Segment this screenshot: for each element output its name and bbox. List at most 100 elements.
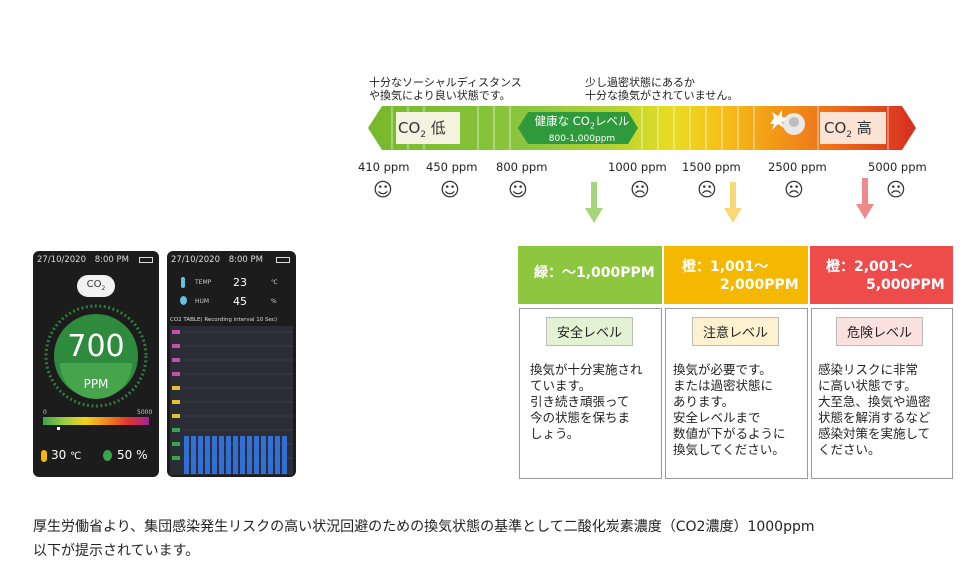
level-head-line: 緑：～1,000PPM xyxy=(534,265,655,281)
co2-high-label: CO2 高 xyxy=(824,117,872,140)
temp-unit: ℃ xyxy=(70,451,82,462)
desc-line: ています。 xyxy=(530,378,592,393)
healthy-co: CO xyxy=(572,114,590,128)
badge-safe: 安全レベル xyxy=(546,317,634,346)
desc-line: 換気が必要です。 xyxy=(673,362,772,377)
tick-800: 800 ppm xyxy=(496,160,548,174)
co2-text: CO xyxy=(398,119,421,137)
desc-line: 今の状態を保ちま xyxy=(530,410,631,425)
level-head-line: 橙：1,001～ xyxy=(682,259,769,275)
battery-icon xyxy=(276,257,290,263)
level-head-safe: 緑：～1,000PPM xyxy=(518,246,662,304)
co2-sub: 2 xyxy=(846,130,853,140)
note-line: や換気により良い状態です。 xyxy=(369,89,511,102)
date-text: 27/10/2020 xyxy=(171,255,220,265)
happy-face-icon: ☺ xyxy=(440,179,460,201)
status-bar: 27/10/2020 8:00 PM xyxy=(171,255,292,267)
thermometer-icon xyxy=(41,450,47,462)
ampm-text: PM xyxy=(116,255,129,265)
footer-line: 厚生労働省より、集団感染発生リスクの高い状況回避のための換気状態の基準として二酸… xyxy=(33,519,815,535)
level-marker xyxy=(57,427,60,430)
ampm-text: PM xyxy=(250,255,263,265)
status-bar: 27/10/2020 8:00 PM xyxy=(37,255,155,267)
desc-line: ください。 xyxy=(818,442,881,457)
battery-icon xyxy=(139,257,153,263)
hum-unit: % xyxy=(136,448,148,462)
arrow-red-icon xyxy=(856,178,874,219)
date-text: 27/10/2020 xyxy=(37,255,86,265)
footer-text: 厚生労働省より、集団感染発生リスクの高い状況回避のための換気状態の基準として二酸… xyxy=(33,515,953,563)
level-head-line: 橙：2,001～ xyxy=(826,259,913,275)
sad-face-icon: ☹ xyxy=(697,179,717,201)
thermometer-icon xyxy=(181,277,185,288)
badge-caution: 注意レベル xyxy=(692,317,780,346)
temp-readout: 30 ℃ xyxy=(51,448,81,462)
happy-face-icon: ☺ xyxy=(373,179,393,201)
tick-1000: 1000 ppm xyxy=(608,160,667,174)
co2-unit: PPM xyxy=(83,377,109,391)
cloud-icon xyxy=(77,275,115,297)
note-good-state: 十分なソーシャルディスタンス や換気により良い状態です。 xyxy=(369,76,522,102)
cloud-label: CO2 xyxy=(77,279,115,292)
healthy-sub: 2 xyxy=(589,121,595,131)
humidity-readout: 50 % xyxy=(117,448,148,462)
desc-line: 引き続き頑張って xyxy=(530,394,630,409)
temp-unit: ℃ xyxy=(271,279,278,286)
desc-line: または過密状態に xyxy=(673,378,774,393)
badge-danger: 危険レベル xyxy=(836,317,924,346)
temp-value: 30 xyxy=(51,448,67,462)
level-head-line: 2,000PPM xyxy=(720,277,799,293)
co-text: CO xyxy=(86,279,102,290)
device-screen-gauge: 27/10/2020 8:00 PM CO2 700 PPM 0 5000 30… xyxy=(33,251,159,477)
level-desc-safe: 換気が十分実施され ています。 引き続き頑張って 今の状態を保ちま しょう。 xyxy=(530,362,643,442)
healthy-range: 800-1,000ppm xyxy=(548,134,616,145)
table-title: CO2 TABLE( Recording interval 10 Sec) xyxy=(170,317,278,323)
arrow-green-icon xyxy=(585,182,603,223)
level-desc-danger: 感染リスクに非常 に高い状態です。 大至急、換気や過密 状態を解消するなど 感染… xyxy=(818,362,931,458)
note-line: 十分なソーシャルディスタンス xyxy=(369,76,522,89)
desc-line: 感染リスクに非常 xyxy=(818,362,919,377)
device-screen-table: 27/10/2020 8:00 PM TEMP 23 ℃ HUM 45 % CO… xyxy=(167,251,296,477)
scale-min: 0 xyxy=(43,409,47,416)
co2-sub: 2 xyxy=(420,130,427,140)
time-text: 8:00 xyxy=(94,255,114,265)
hum-unit: % xyxy=(271,298,277,305)
temp-label: TEMP xyxy=(195,279,212,286)
droplet-icon xyxy=(103,450,112,461)
dizzy-face-icon: ☹ xyxy=(886,179,906,201)
co2-text: CO xyxy=(824,119,847,137)
co2-low-label: CO2 低 xyxy=(398,117,446,140)
healthy-level-label: 健康な CO2レベル 800-1,000ppm xyxy=(530,114,634,145)
note-crowded-state: 少し過密状態にあるか 十分な換気がされていません。 xyxy=(585,76,738,102)
low-text: 低 xyxy=(426,119,446,137)
footer-line: 以下が提示されています。 xyxy=(33,543,200,559)
time-text: 8:00 xyxy=(228,255,248,265)
happy-face-icon: ☺ xyxy=(508,179,528,201)
desc-line: 安全レベルまで xyxy=(673,410,761,425)
high-text: 高 xyxy=(852,119,872,137)
level-head-danger: 橙：2,001～ 5,000PPM xyxy=(810,246,953,304)
desc-line: あります。 xyxy=(673,394,735,409)
hum-value: 45 xyxy=(233,295,247,308)
sad-face-icon: ☹ xyxy=(630,179,650,201)
co-sub: 2 xyxy=(101,285,106,292)
desc-line: 換気が十分実施され xyxy=(530,362,643,377)
desc-line: 大至急、換気や過密 xyxy=(818,394,931,409)
desc-line: 状態を解消するなど xyxy=(818,410,931,425)
sad-face-icon: ☹ xyxy=(784,179,804,201)
note-line: 十分な換気がされていません。 xyxy=(585,89,739,102)
gauge-ring xyxy=(44,304,148,408)
tick-1500: 1500 ppm xyxy=(682,160,741,174)
droplet-icon xyxy=(180,296,187,305)
level-head-line: 5,000PPM xyxy=(866,277,945,293)
arrow-yellow-icon xyxy=(724,182,742,223)
desc-line: 換気してください。 xyxy=(673,442,785,457)
desc-line: しょう。 xyxy=(530,426,580,441)
note-line: 少し過密状態にあるか xyxy=(585,76,695,89)
hum-label: HUM xyxy=(195,298,210,305)
scale-max: 5000 xyxy=(137,409,153,416)
healthy-post: レベル xyxy=(594,114,630,128)
hum-value: 50 xyxy=(117,448,133,462)
co2-value: 700 xyxy=(67,329,125,364)
desc-line: に高い状態です。 xyxy=(818,378,917,393)
